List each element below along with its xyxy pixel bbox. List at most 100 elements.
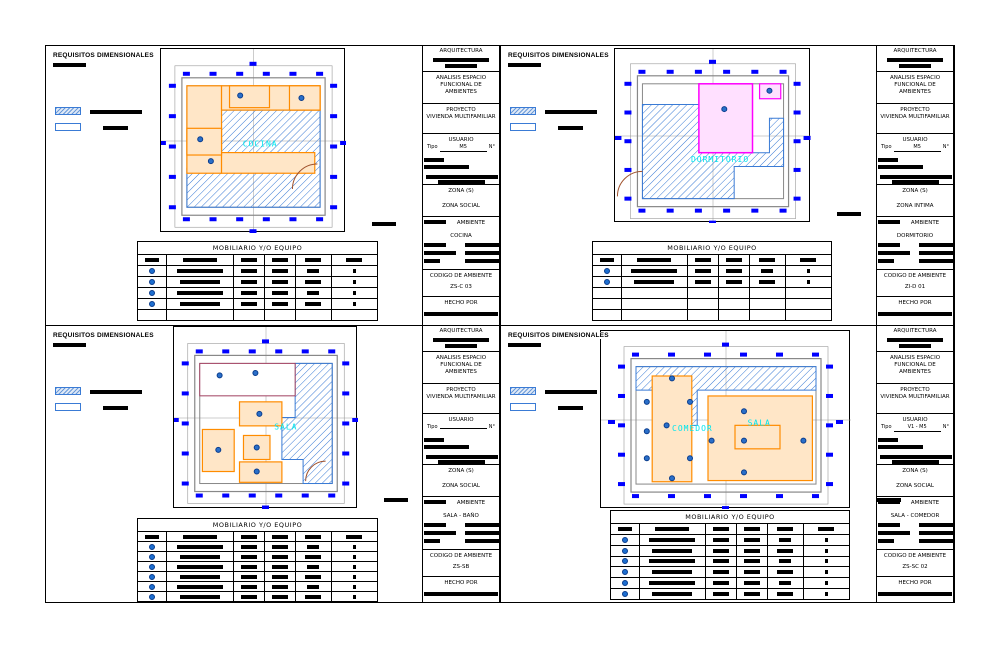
furniture-table-row xyxy=(611,556,849,568)
dimension-marker xyxy=(638,69,646,74)
room-label: SALA xyxy=(748,418,771,427)
furniture-table-row xyxy=(593,266,831,277)
redacted-text xyxy=(880,455,952,459)
dimension-marker xyxy=(330,174,338,179)
dimension-marker xyxy=(209,71,217,76)
redacted-text xyxy=(887,58,943,62)
table-cell xyxy=(786,277,831,287)
dimension-marker xyxy=(181,391,189,396)
redacted-text xyxy=(426,175,498,179)
tipo-value: M5 xyxy=(893,144,941,152)
dimension-marker xyxy=(262,505,269,510)
redacted-text xyxy=(652,570,693,575)
redacted-text xyxy=(424,438,444,442)
dimension-marker xyxy=(793,139,801,144)
redacted-text xyxy=(307,564,320,569)
dimension-marker xyxy=(182,217,190,222)
furniture-tag-icon xyxy=(669,375,675,382)
redacted-text xyxy=(424,445,469,449)
furniture-tag-icon xyxy=(207,158,214,165)
redacted-text xyxy=(713,592,730,597)
redacted-text xyxy=(271,564,288,569)
furniture-table-row xyxy=(593,277,831,288)
panel-title: REQUISITOS DIMENSIONALES xyxy=(53,332,155,339)
table-cell xyxy=(640,534,707,545)
project-label: PROYECTO xyxy=(446,107,476,113)
furniture-table-row xyxy=(593,299,831,310)
redacted-text xyxy=(240,564,257,569)
table-cell xyxy=(332,592,377,602)
table-cell xyxy=(786,310,831,321)
redacted-text xyxy=(655,526,690,531)
redacted-text xyxy=(346,534,363,539)
redacted-text xyxy=(695,280,712,284)
redacted-text xyxy=(878,531,910,535)
title-block-row: ZONA (S)ZONA SOCIAL xyxy=(423,185,499,217)
table-cell xyxy=(265,562,296,571)
wall-outline xyxy=(636,75,790,208)
redacted-text xyxy=(271,584,288,589)
redacted-text xyxy=(779,559,792,564)
table-cell xyxy=(234,266,265,276)
dimension-marker xyxy=(342,451,350,456)
dimension-marker xyxy=(330,144,338,149)
dimension-marker xyxy=(826,364,833,369)
scale-bar xyxy=(372,222,396,226)
redacted-text xyxy=(305,574,322,579)
redacted-text xyxy=(878,445,923,449)
furniture-tag-icon xyxy=(148,301,155,307)
dimension-marker xyxy=(776,352,783,357)
redacted-text xyxy=(878,539,894,543)
table-cell xyxy=(138,542,167,551)
dimension-marker xyxy=(158,141,166,145)
redacted-text xyxy=(726,269,743,273)
dimension-marker xyxy=(779,69,787,74)
dimension-marker xyxy=(618,423,625,428)
furniture-table-row xyxy=(138,277,377,288)
table-cell xyxy=(706,534,738,545)
dimension-marker xyxy=(249,61,257,66)
redacted-text xyxy=(777,548,794,553)
redacted-text xyxy=(713,581,730,586)
title-block-row: HECHO POR xyxy=(877,297,953,325)
furniture-tag-icon xyxy=(148,553,155,560)
room-label: COCINA xyxy=(243,140,278,149)
table-cell xyxy=(593,266,622,276)
furniture-tag-icon xyxy=(766,87,773,94)
project-label: PROYECTO xyxy=(900,107,930,113)
furniture-tag-icon xyxy=(237,92,244,99)
ambient-code: ZS-SB xyxy=(452,564,470,570)
redacted-text xyxy=(271,291,288,295)
redacted-text xyxy=(919,539,953,543)
redacted-text xyxy=(438,180,485,184)
furniture-tag-icon xyxy=(148,594,155,600)
redacted-text xyxy=(433,58,489,62)
table-cell xyxy=(234,299,265,309)
furniture-tag-icon xyxy=(216,372,223,379)
redacted-text xyxy=(240,554,257,559)
legend-swatch-hatched xyxy=(510,387,536,395)
project-name: VIVIENDA MULTIFAMILIAR xyxy=(880,114,950,120)
furniture-table-title: MOBILIARIO Y/O EQUIPO xyxy=(138,519,377,532)
redacted-text xyxy=(919,243,953,247)
redacted-text xyxy=(634,280,675,284)
redacted-text xyxy=(352,584,356,589)
panel-title: REQUISITOS DIMENSIONALES xyxy=(508,332,610,339)
sheet-panel-3: REQUISITOS DIMENSIONALES xyxy=(45,325,500,603)
table-cell xyxy=(296,266,332,276)
redacted-text xyxy=(305,280,322,284)
table-cell xyxy=(640,545,707,556)
table-cell xyxy=(167,592,234,602)
dimension-marker xyxy=(812,494,819,499)
redacted-text xyxy=(240,595,257,599)
furniture-table-header-row xyxy=(138,255,377,266)
wall-outline xyxy=(181,77,326,216)
table-cell xyxy=(737,578,769,589)
ambient-code: ZI-D 01 xyxy=(904,284,926,290)
redacted-text xyxy=(352,544,356,549)
